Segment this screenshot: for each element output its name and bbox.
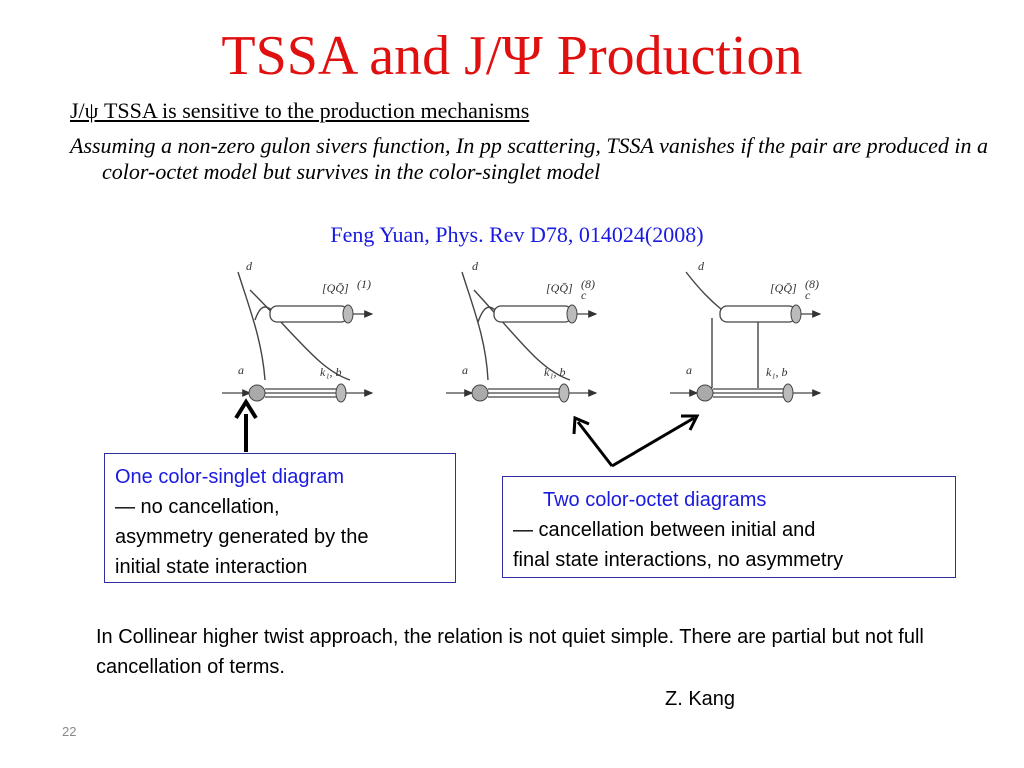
diagram1-label-k: k₁, b [320,365,342,379]
color-octet-callout: Two color-octet diagrams — cancellation … [502,476,956,578]
diagram-color-octet-1: d [QQ̄] (8) c a k₁, b [446,259,598,403]
diagram3-label-sub: c [805,288,811,302]
diagram1-label-a: a [238,363,244,377]
feynman-diagrams: d [QQ̄] (1) a k₁, b d [QQ̄] (8) c a k₁, … [222,259,822,468]
diagram1-label-state: [QQ̄] [322,281,349,295]
diagram2-label-d: d [472,259,479,273]
color-singlet-callout: One color-singlet diagram — no cancellat… [104,453,456,583]
diagram2-label-state: [QQ̄] [546,281,573,295]
author-name: Z. Kang [665,688,736,710]
slide-paragraph: Assuming a non-zero gulon sivers functio… [70,133,989,184]
page-number: 22 [62,724,77,739]
callout1-line2: asymmetry generated by the [115,526,369,548]
callout1-line1: — no cancellation, [115,496,280,518]
diagram3-label-k: k₁, b [766,365,788,379]
diagram2-label-a: a [462,363,468,377]
callout2-line2: final state interactions, no asymmetry [513,549,844,571]
slide-subtitle: J/ψ TSSA is sensitive to the production … [70,98,530,123]
diagram1-label-d: d [246,259,253,273]
callout1-heading: One color-singlet diagram [115,466,344,488]
callout2-heading: Two color-octet diagrams [543,489,767,511]
diagram2-label-sub: c [581,288,587,302]
diagram-color-singlet: d [QQ̄] (1) a k₁, b [222,259,374,403]
diagram3-label-state: [QQ̄] [770,281,797,295]
diagram2-label-k: k₁, b [544,365,566,379]
diagram3-label-d: d [698,259,705,273]
diagram-color-octet-2: d [QQ̄] (8) c a k₁, b [670,259,822,403]
callout1-line3: initial state interaction [115,556,308,578]
note-text: In Collinear higher twist approach, the … [96,626,924,678]
callout2-line1: — cancellation between initial and [513,519,816,541]
slide-title: TSSA and J/Ψ Production [221,25,803,87]
pointer-arrows [234,398,700,468]
citation: Feng Yuan, Phys. Rev D78, 014024(2008) [330,222,704,247]
diagram1-label-sup: (1) [357,277,371,291]
diagram3-label-a: a [686,363,692,377]
diagram2-label-sup: (8) [581,277,595,291]
diagram3-label-sup: (8) [805,277,819,291]
